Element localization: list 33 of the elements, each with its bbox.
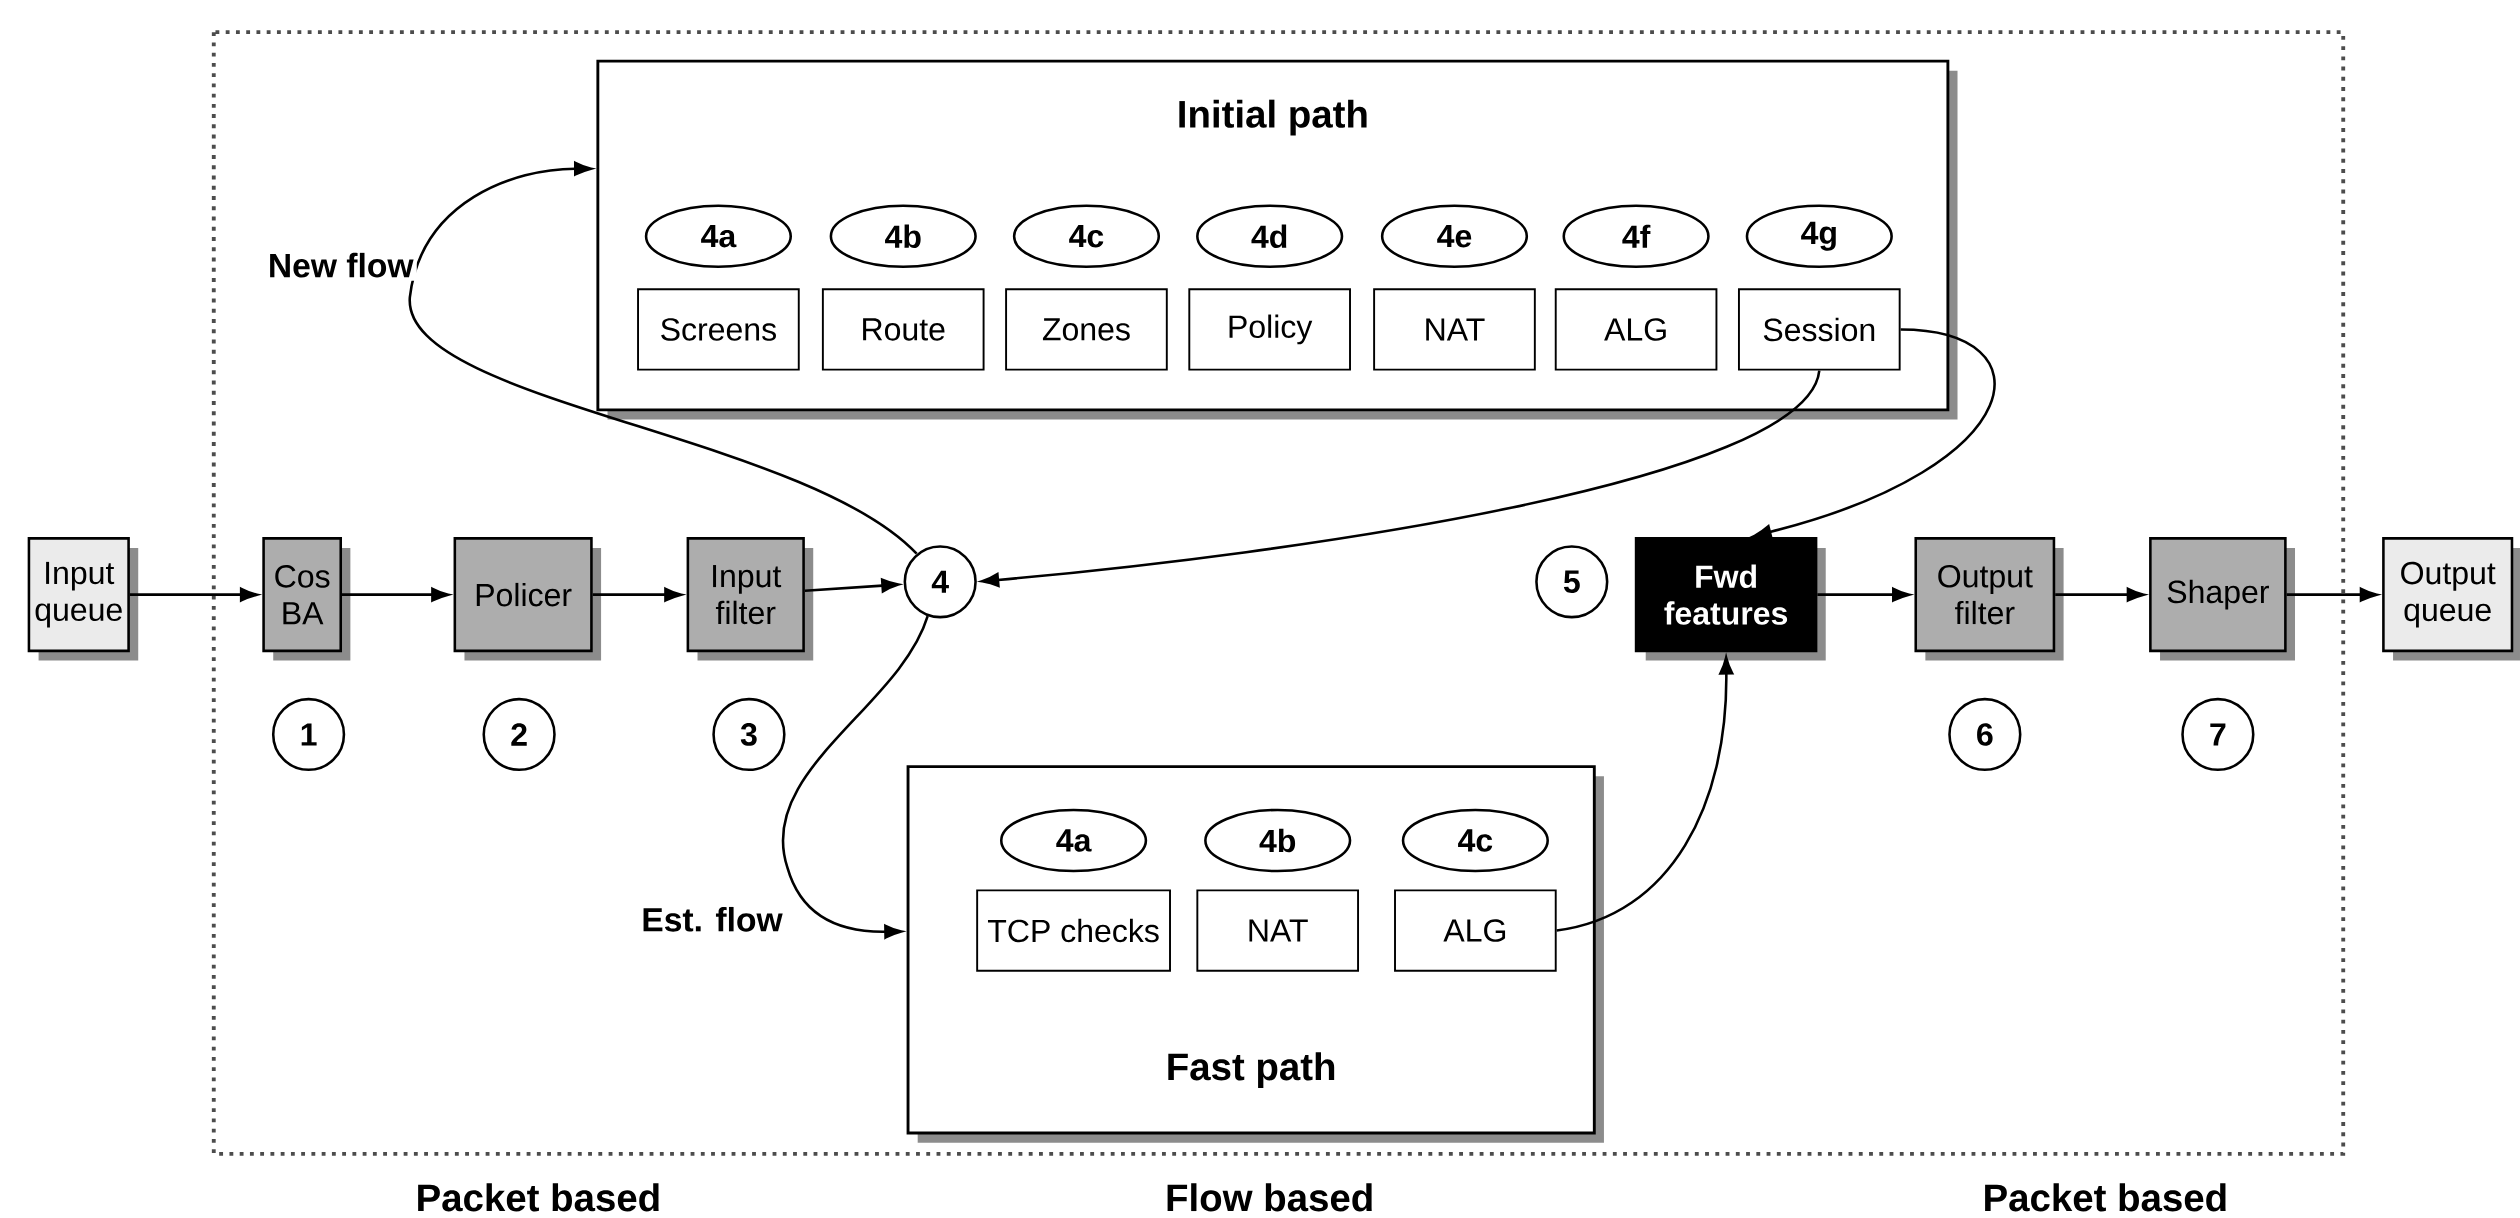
step-oval: 4f [1562, 204, 1710, 268]
edge-label: Est. flow [638, 903, 786, 935]
arrow [408, 161, 918, 555]
queue-box: Output queue [2382, 537, 2520, 661]
step-oval: 4g [1745, 204, 1893, 268]
step-oval: 4b [1204, 808, 1352, 873]
section-label: Packet based [1985, 1183, 2226, 1212]
stage-box: ALG [1394, 889, 1557, 972]
process-box: Cos BA [262, 537, 351, 661]
step-oval: 4c [1401, 808, 1549, 873]
stage-box: Route [821, 288, 985, 371]
section-label: Packet based [418, 1183, 659, 1212]
process-box: Input filter [686, 537, 814, 661]
process-box: Output filter [1914, 537, 2064, 661]
step-oval: 4c [1012, 204, 1161, 268]
step-oval: 4d [1196, 204, 1344, 268]
stage-box: ALG [1554, 288, 1718, 371]
step-oval: 4b [829, 204, 977, 268]
edge-label: New flow [264, 249, 417, 281]
stage-box: Screens [637, 288, 800, 371]
step-oval: 4e [1380, 204, 1529, 268]
stage-box: Policy [1188, 288, 1351, 371]
stage-box: NAT [1373, 288, 1536, 371]
step-oval: 4a [644, 204, 792, 268]
stage-box: TCP checks [976, 889, 1171, 972]
section-label: Flow based [1167, 1183, 1372, 1212]
stage-box: Zones [1005, 288, 1168, 371]
step-oval: 4a [1000, 808, 1148, 873]
stage-box: NAT [1196, 889, 1359, 972]
process-box: Shaper [2149, 537, 2295, 661]
process-box: Policer [453, 537, 602, 661]
arrow [781, 615, 929, 939]
queue-box: Input queue [27, 537, 139, 661]
